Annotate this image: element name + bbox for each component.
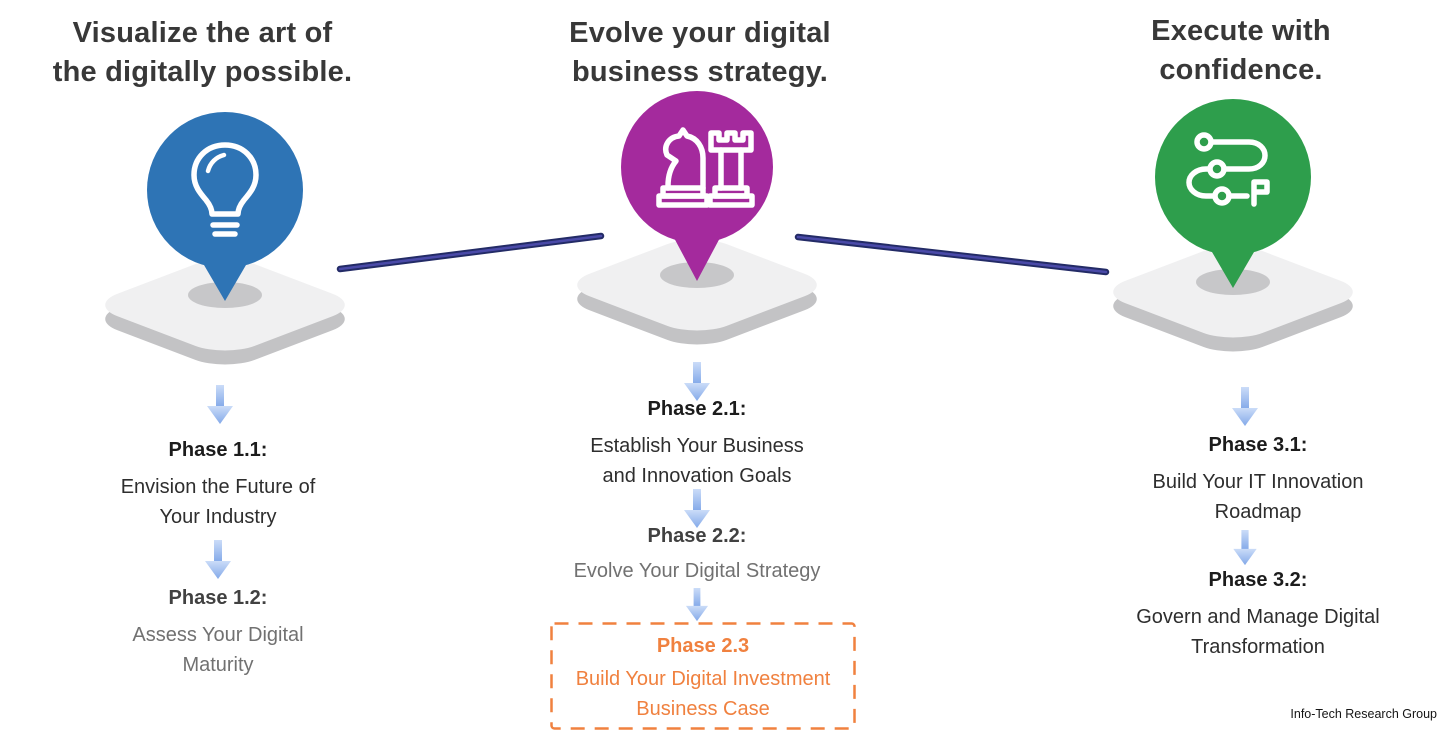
phase-2-1-description: Establish Your Business and Innovation G… (590, 435, 804, 487)
pin-platform-execute (1113, 99, 1353, 352)
phase-1-2-title: Phase 1.2: (168, 587, 268, 609)
down-arrow-icon (1233, 530, 1257, 566)
heading-evolve: Evolve your digital business strategy. (569, 17, 831, 88)
platform (1113, 246, 1353, 352)
connector-line-middle-right (794, 233, 1110, 276)
connector-line-left-middle (336, 232, 605, 273)
pin-platform-evolve (577, 91, 817, 345)
phase-2-3-title: Phase 2.3 (656, 635, 750, 657)
lightbulb-icon (191, 142, 259, 237)
phase-1-1-title: Phase 1.1: (168, 439, 268, 461)
phase-3-1-title: Phase 3.1: (1208, 434, 1308, 456)
down-arrow-icon (1232, 387, 1258, 426)
dashed-border (550, 622, 856, 730)
brand-credit: Info-Tech Research Group (1290, 707, 1437, 721)
phase-1-1-description: Envision the Future of Your Industry (120, 476, 316, 528)
roadmap-flag-icon (1186, 132, 1270, 207)
phase-1-2-description: Assess Your Digital Maturity (132, 624, 304, 676)
chess-strategy-icon (656, 127, 755, 208)
phase-3-2-title: Phase 3.2: (1208, 569, 1308, 591)
down-arrow-icon (684, 362, 710, 401)
location-pin (1155, 99, 1311, 288)
pin-platform-visualize (105, 112, 345, 365)
location-pin (147, 112, 303, 301)
platform (105, 259, 345, 365)
down-arrow-icon (205, 540, 231, 579)
phase-2-3-highlight-box: Phase 2.3 Build Your Digital Investment … (550, 622, 856, 730)
phase-2-1-title: Phase 2.1: (647, 398, 747, 420)
phase-2-3-description: Build Your Digital Investment Business C… (575, 668, 831, 720)
down-arrow-icon (685, 588, 709, 622)
heading-execute: Execute with confidence. (1151, 15, 1331, 86)
phase-3-1-description: Build Your IT Innovation Roadmap (1152, 471, 1364, 523)
down-arrow-icon (684, 489, 710, 528)
down-arrow-icon (207, 385, 233, 424)
phase-2-2-title: Phase 2.2: (647, 525, 747, 547)
phase-2-2-description: Evolve Your Digital Strategy (573, 560, 821, 582)
heading-visualize: Visualize the art of the digitally possi… (52, 17, 353, 88)
phase-3-2-description: Govern and Manage Digital Transformation (1136, 606, 1380, 658)
